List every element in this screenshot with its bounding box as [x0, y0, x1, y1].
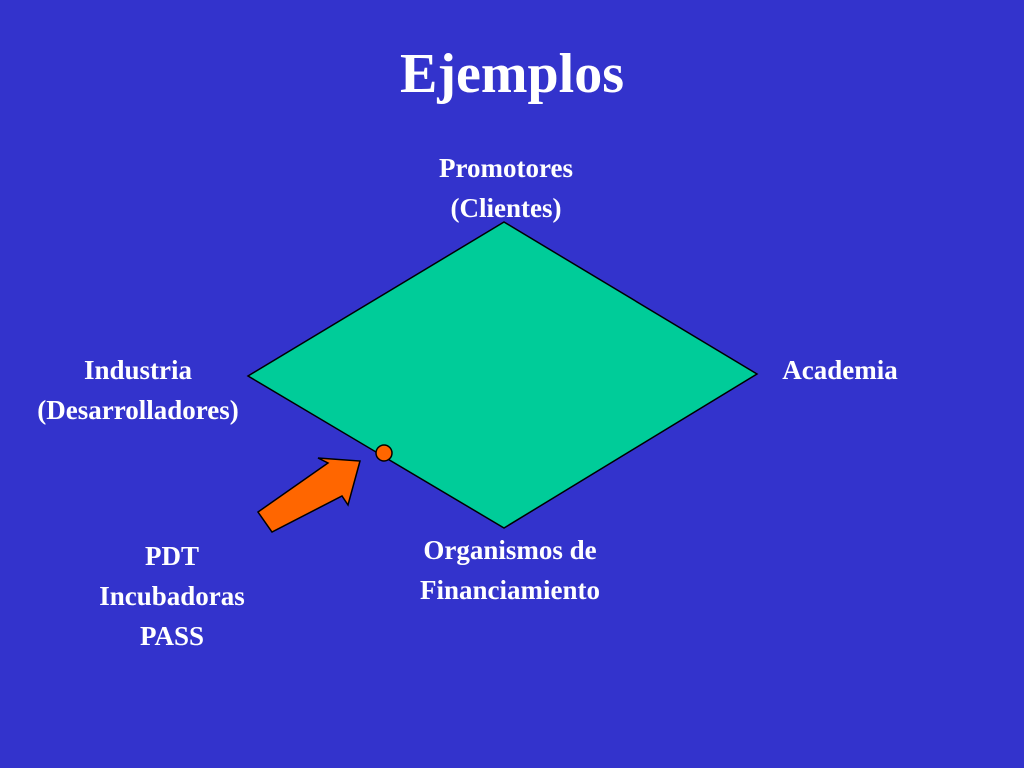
- pointer-arrow: [256, 457, 361, 533]
- node-promotores-line2: (Clientes): [450, 193, 562, 223]
- node-organismos-line2: Financiamiento: [420, 575, 600, 605]
- node-academia-line1: Academia: [782, 355, 898, 385]
- node-organismos-line1: Organismos de: [423, 535, 597, 565]
- node-industria: Industria (Desarrolladores): [0, 350, 276, 430]
- pointer-label-line1: PDT: [145, 541, 199, 571]
- node-industria-line2: (Desarrolladores): [37, 395, 239, 425]
- node-academia: Academia: [760, 350, 920, 390]
- pointer-label-line3: PASS: [139, 621, 205, 651]
- node-industria-line1: Industria: [83, 355, 193, 385]
- node-organismos: Organismos de Financiamiento: [360, 530, 660, 610]
- pointer-label-line2: Incubadoras: [99, 581, 245, 611]
- pointer-label: PDT Incubadoras PASS: [40, 536, 304, 656]
- slide-title: Ejemplos: [400, 43, 624, 105]
- node-promotores: Promotores (Clientes): [356, 148, 656, 228]
- node-promotores-line1: Promotores: [439, 153, 573, 183]
- diamond-shape: [246, 221, 759, 529]
- marker-dot: [375, 444, 393, 462]
